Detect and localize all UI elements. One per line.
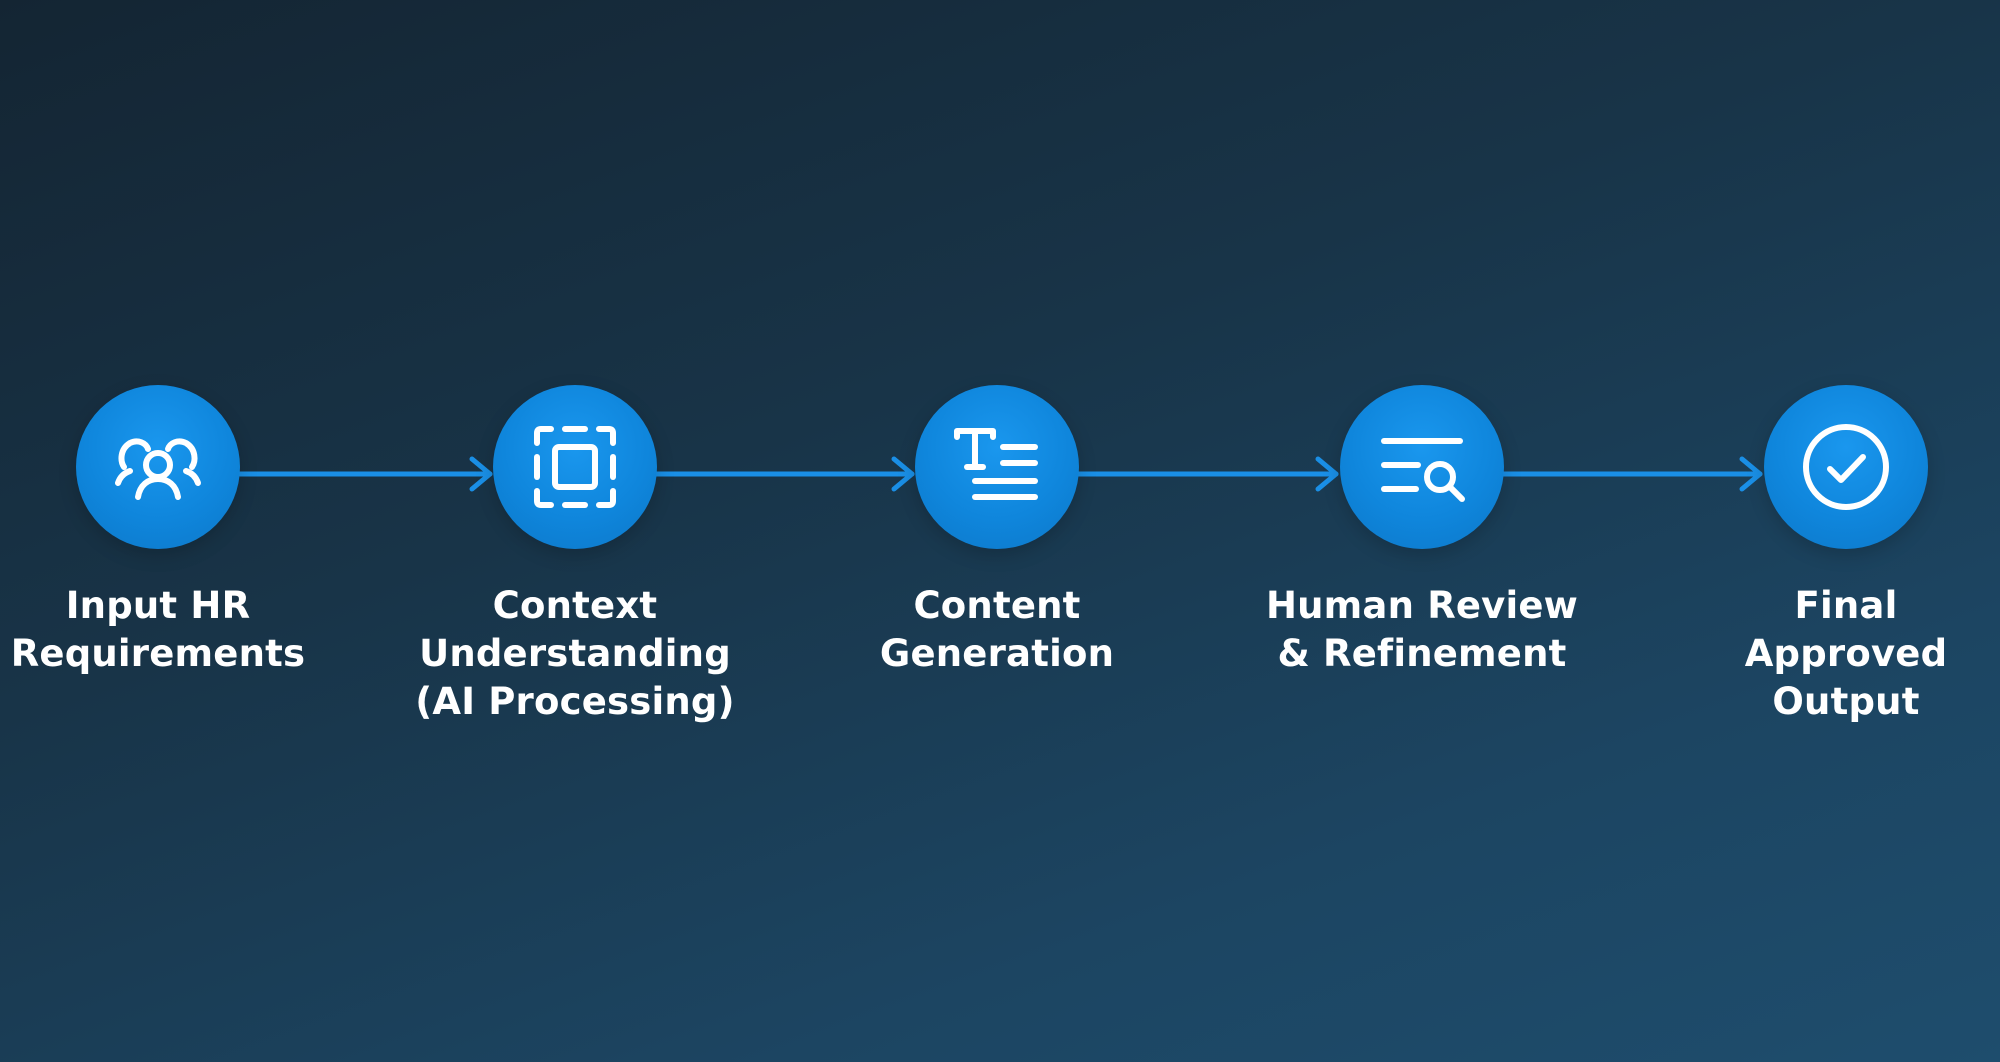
step-context-understanding: Context Understanding (AI Processing) [405,385,745,726]
selection-frame-icon [534,426,616,508]
step-label: Final Approved Output [1744,584,1948,723]
step-circle [76,385,240,549]
text-lines-icon [954,428,1038,500]
check-circle-icon [1803,424,1889,510]
step-human-review-refinement: Human Review & Refinement [1252,385,1592,678]
step-content-generation: Content Generation [827,385,1167,678]
step-final-approved-output: Final Approved Output [1676,385,2000,726]
step-label: Input HR Requirements [10,584,306,675]
step-circle [1764,385,1928,549]
step-input-hr-requirements: Input HR Requirements [0,385,328,678]
step-label: Content Generation [879,584,1115,675]
step-label: Human Review & Refinement [1265,584,1579,675]
users-icon [115,438,201,500]
step-circle [1340,385,1504,549]
step-circle [493,385,657,549]
list-search-icon [1381,438,1465,502]
step-label: Context Understanding (AI Processing) [415,584,735,723]
step-circle [915,385,1079,549]
